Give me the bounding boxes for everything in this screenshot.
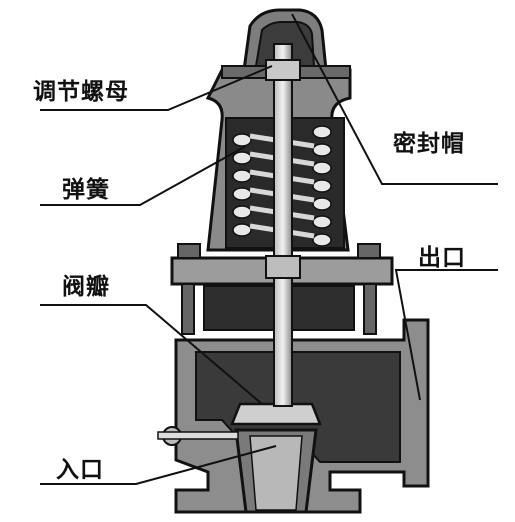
leader-inlet bbox=[40, 445, 277, 485]
label-outlet: 出口 bbox=[418, 245, 466, 271]
leader-spring bbox=[40, 145, 247, 206]
leader-disc bbox=[40, 304, 263, 405]
leader-seal-cap bbox=[291, 13, 498, 185]
lifting-lever bbox=[157, 426, 239, 446]
valve-stem bbox=[273, 43, 293, 407]
label-spring: 弹簧 bbox=[62, 177, 110, 203]
spring-coils bbox=[232, 125, 332, 247]
leader-adjusting-nut bbox=[40, 65, 273, 111]
label-seal-cap: 密封帽 bbox=[393, 131, 465, 157]
label-adjusting-nut: 调节螺母 bbox=[33, 79, 129, 105]
adjusting-nut bbox=[265, 59, 301, 81]
label-disc: 阀瓣 bbox=[62, 274, 110, 300]
label-inlet: 入口 bbox=[56, 457, 104, 483]
leader-outlet bbox=[394, 269, 498, 401]
